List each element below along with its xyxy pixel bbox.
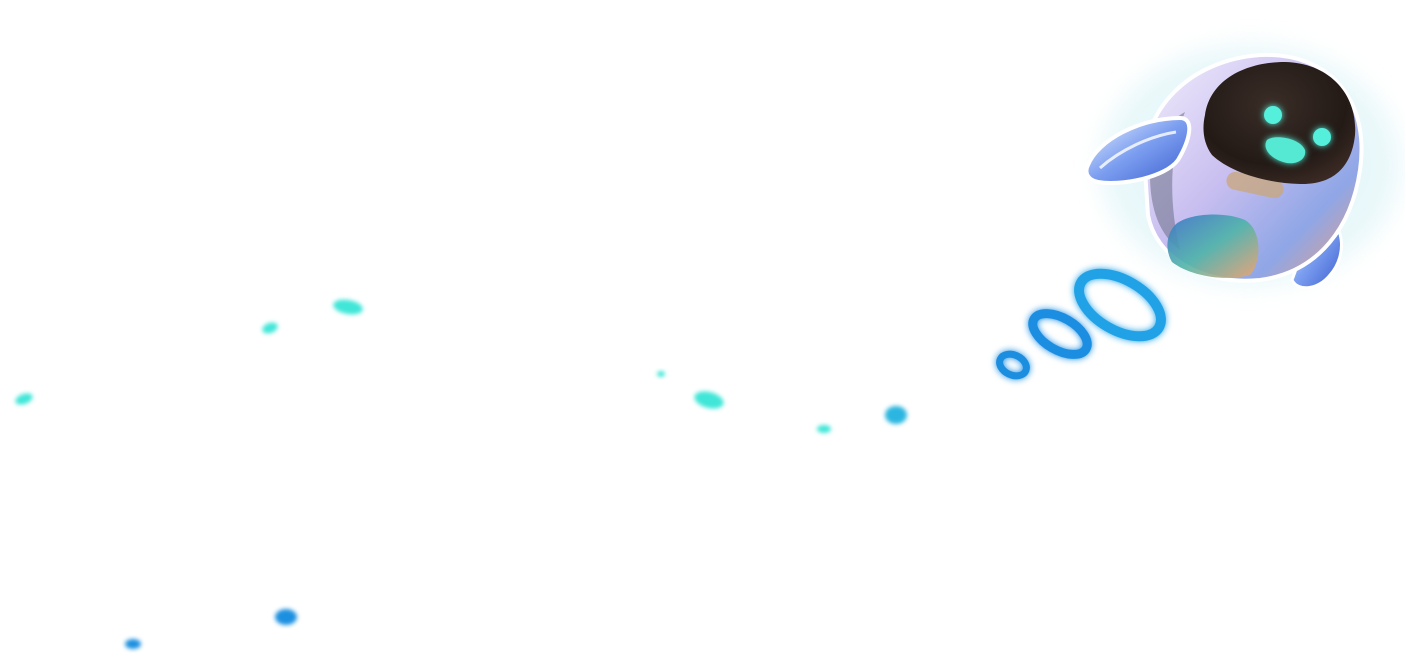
robot-eye-left: [1264, 106, 1282, 124]
sparkle-trail: [15, 299, 907, 649]
sparkle-dot: [275, 609, 297, 625]
thrust-ring-small: [996, 350, 1030, 380]
robot-belly-panel: [1167, 214, 1259, 278]
sparkle-dot: [333, 299, 363, 315]
robot-face: [1264, 106, 1331, 164]
sparkle-dot: [694, 391, 724, 409]
robot-visor: [1203, 62, 1356, 185]
sparkle-dot: [262, 322, 278, 334]
sparkle-dot: [817, 425, 831, 433]
robot-slot: [1226, 171, 1284, 199]
robot-mouth: [1265, 137, 1306, 164]
sparkle-dot: [15, 393, 33, 405]
thrust-rings: [996, 268, 1166, 380]
sparkle-dot: [657, 371, 665, 377]
robot-mascot-icon: [1084, 45, 1400, 290]
sparkle-dot: [885, 406, 907, 424]
robot-eye-right: [1313, 128, 1331, 146]
sparkle-dot: [125, 639, 141, 649]
thrust-ring-medium: [1028, 309, 1092, 359]
thrust-ring-large: [1074, 268, 1166, 342]
